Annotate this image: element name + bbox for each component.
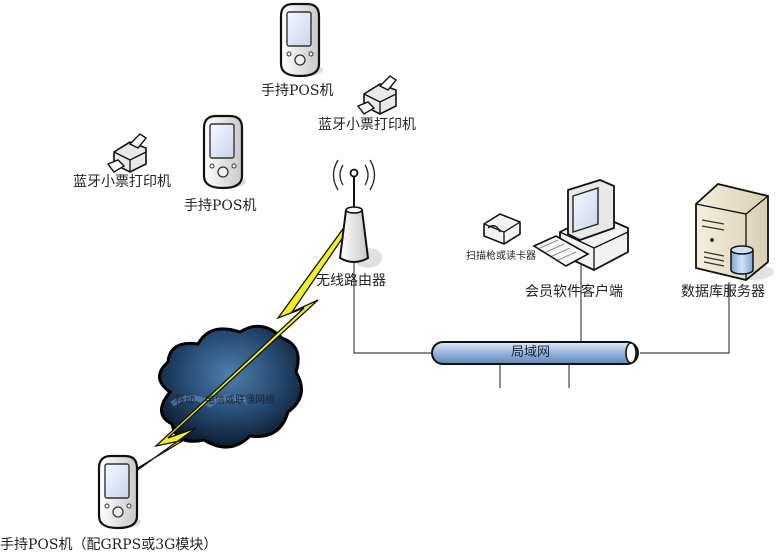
label-client: 会员软件客户端 bbox=[525, 284, 623, 300]
label-printer-top: 蓝牙小票打印机 bbox=[318, 117, 416, 133]
label-lan: 局域网 bbox=[511, 345, 551, 360]
desktop-computer-icon bbox=[532, 179, 629, 272]
database-cylinder-icon bbox=[730, 245, 754, 275]
label-pos-top: 手持POS机 bbox=[261, 83, 334, 99]
label-cloud: 移动、电信或联通网络 bbox=[175, 395, 275, 406]
wire-router-lan bbox=[353, 225, 432, 354]
handheld-pos-icon bbox=[279, 2, 325, 78]
wireless-router-icon bbox=[332, 159, 382, 268]
label-printer-left: 蓝牙小票打印机 bbox=[73, 174, 171, 190]
label-server: 数据库服务器 bbox=[681, 284, 765, 300]
handheld-pos-icon bbox=[97, 454, 143, 530]
lan-bus-icon bbox=[431, 341, 639, 365]
label-pos-mid: 手持POS机 bbox=[184, 198, 257, 214]
cloud-network-icon bbox=[158, 324, 303, 449]
label-scanner: 扫描枪或读卡器 bbox=[466, 251, 536, 262]
printer-icon bbox=[357, 75, 397, 115]
card-reader-icon bbox=[483, 213, 521, 245]
label-router: 无线路由器 bbox=[316, 273, 386, 289]
printer-icon bbox=[107, 133, 147, 173]
label-pos-bottom: 手持POS机（配GRPS或3G模块） bbox=[0, 537, 218, 553]
wires bbox=[353, 225, 730, 388]
database-server-icon bbox=[695, 183, 774, 281]
handheld-pos-icon bbox=[202, 114, 248, 190]
wire-server-lan bbox=[640, 282, 730, 354]
